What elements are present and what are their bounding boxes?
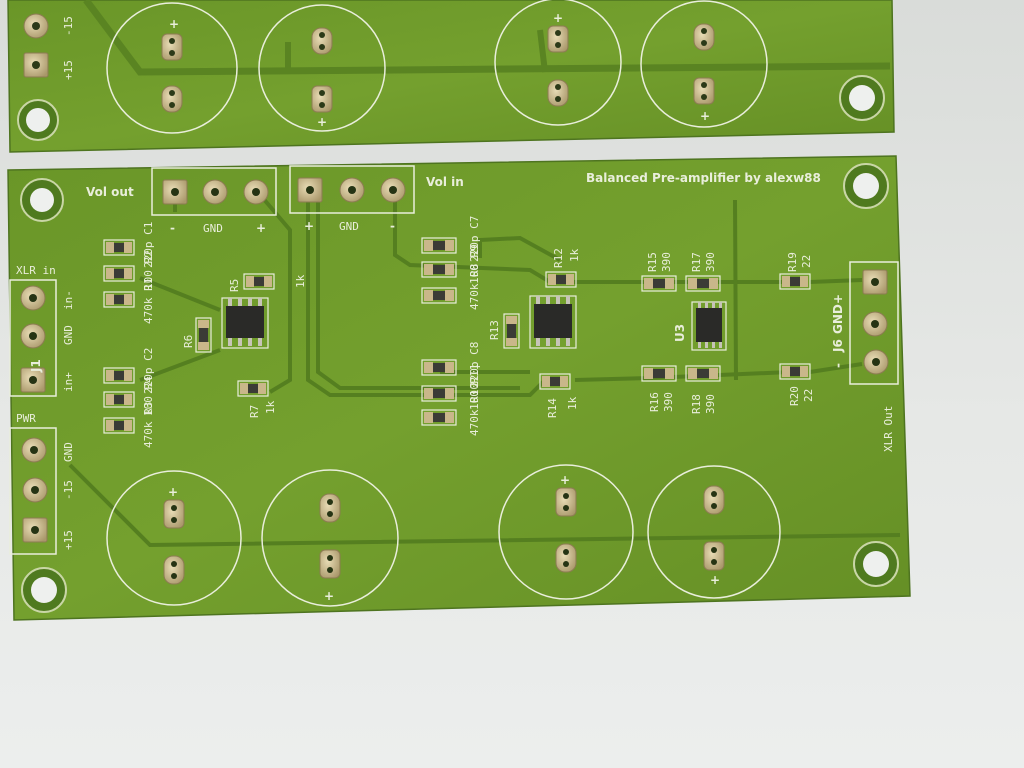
vol-out-label: Vol out xyxy=(86,185,134,199)
capacitor-outline xyxy=(106,470,242,606)
label-r12: R12 xyxy=(552,248,565,268)
vol-in-gnd-label: GND xyxy=(339,220,359,233)
label-c2: 220p C2 xyxy=(142,348,155,394)
label-r14: R14 xyxy=(546,398,559,418)
upper-trace xyxy=(537,29,548,73)
xlr-in-label: XLR in xyxy=(16,264,56,277)
capacitor-outline xyxy=(106,2,238,134)
label-r12-value: 1k xyxy=(568,248,581,262)
label-r9: 100 R9 xyxy=(468,244,481,284)
xlr-out-gnd-label: GND xyxy=(831,304,845,334)
label-r18: R18 xyxy=(690,394,703,414)
mounting-hole xyxy=(863,551,889,577)
label-r5-value: 1k xyxy=(294,274,307,288)
label-r11: 100 R11 xyxy=(468,364,481,410)
mounting-hole xyxy=(30,188,54,212)
upper-trace xyxy=(83,0,891,76)
vol-out-connector-outline xyxy=(151,167,277,216)
cap-plus-label: + xyxy=(324,589,334,603)
label-u3: U3 xyxy=(673,324,687,342)
label-c8: 220p C8 xyxy=(468,342,481,388)
xlr-in-ref-label: J1 xyxy=(29,359,43,373)
label-r7: R7 xyxy=(248,405,261,418)
lower-board: Balanced Pre-amplifier by alexw88 Vol ou… xyxy=(7,155,911,621)
xlr-out-ref-label: J6 xyxy=(831,339,845,353)
pwr-connector-outline xyxy=(9,427,57,555)
vol-out-minus-label: - xyxy=(170,221,175,235)
capacitor-outline xyxy=(258,4,386,132)
cap-plus-label: + xyxy=(168,485,178,499)
cap-plus-label: + xyxy=(553,11,563,25)
label-r18-value: 390 xyxy=(704,394,717,414)
smd-components xyxy=(103,237,811,434)
ic-chips xyxy=(221,295,727,351)
cap-plus-label: + xyxy=(710,573,720,587)
capacitor-outline xyxy=(640,0,768,128)
xlr-in-connector-outline xyxy=(9,279,57,397)
label-r3: 470k R3 xyxy=(142,402,155,448)
label-r15-value: 390 xyxy=(660,252,673,272)
label-r13: R13 xyxy=(488,320,501,340)
vol-out-gnd-label: GND xyxy=(203,222,223,235)
xlr-in-plus-label: in+ xyxy=(62,372,75,392)
pwr-label: PWR xyxy=(16,412,36,425)
label-r4: 100 R4 xyxy=(142,376,155,416)
xlr-out-plus-label: + xyxy=(831,294,845,304)
xlr-in-minus-label: in- xyxy=(62,290,75,310)
upper-pads xyxy=(23,13,715,113)
label-r7-value: 1k xyxy=(264,400,277,414)
lower-traces xyxy=(68,188,901,548)
label-r19: R19 xyxy=(786,252,799,272)
vol-in-plus-label: + xyxy=(304,219,314,233)
mounting-hole xyxy=(26,108,50,132)
label-r17: R17 xyxy=(690,252,703,272)
capacitor-outline xyxy=(498,464,634,600)
vol-in-connector-outline xyxy=(289,165,415,214)
label-r2: 100 R2 xyxy=(142,250,155,290)
cap-plus-label: + xyxy=(317,115,327,129)
label-r1: 470k R1 xyxy=(142,278,155,324)
cap-plus-label: + xyxy=(700,109,710,123)
label-r16-value: 390 xyxy=(662,392,675,412)
pwr-gnd-label: GND xyxy=(62,442,75,462)
xlr-in-gnd-label: GND xyxy=(62,325,75,345)
capacitor-outline xyxy=(647,465,781,599)
label-r10: 470k R10 xyxy=(468,383,481,436)
mounting-hole xyxy=(853,173,879,199)
capacitor-outline xyxy=(261,469,399,607)
xlr-out-minus-label: - xyxy=(831,363,845,368)
label-r15: R15 xyxy=(646,252,659,272)
mounting-hole xyxy=(31,577,57,603)
label-r16: R16 xyxy=(648,392,661,412)
label-r17-value: 390 xyxy=(704,252,717,272)
vol-in-label: Vol in xyxy=(426,175,464,189)
cap-plus-label: + xyxy=(169,17,179,31)
vol-in-minus-label: - xyxy=(390,219,395,233)
capacitor-pads xyxy=(163,485,725,585)
vol-out-plus-label: + xyxy=(256,221,266,235)
label-r5: R5 xyxy=(228,279,241,292)
label-r20: R20 xyxy=(788,386,801,406)
label-minus15: -15 xyxy=(62,16,75,36)
label-r14-value: 1k xyxy=(566,396,579,410)
capacitor-outline xyxy=(494,0,622,126)
upper-board-substrate xyxy=(7,0,895,153)
upper-board: -15 +15 + + + + xyxy=(7,0,895,153)
board-title: Balanced Pre-amplifier by alexw88 xyxy=(586,171,821,185)
label-c7: 220p C7 xyxy=(468,216,481,262)
label-r20-value: 22 xyxy=(802,389,815,402)
label-c1: 220p C1 xyxy=(142,222,155,268)
pwr-plus15-label: +15 xyxy=(62,530,75,550)
xlr-out-label: XLR Out xyxy=(882,406,895,452)
label-r8: 470k R8 xyxy=(468,264,481,310)
pwr-minus15-label: -15 xyxy=(62,480,75,500)
label-r6: R6 xyxy=(182,335,195,348)
mounting-hole xyxy=(849,85,875,111)
xlr-out-connector-outline xyxy=(849,261,899,385)
label-r19-value: 22 xyxy=(800,255,813,268)
label-plus15: +15 xyxy=(62,60,75,80)
cap-plus-label: + xyxy=(560,473,570,487)
